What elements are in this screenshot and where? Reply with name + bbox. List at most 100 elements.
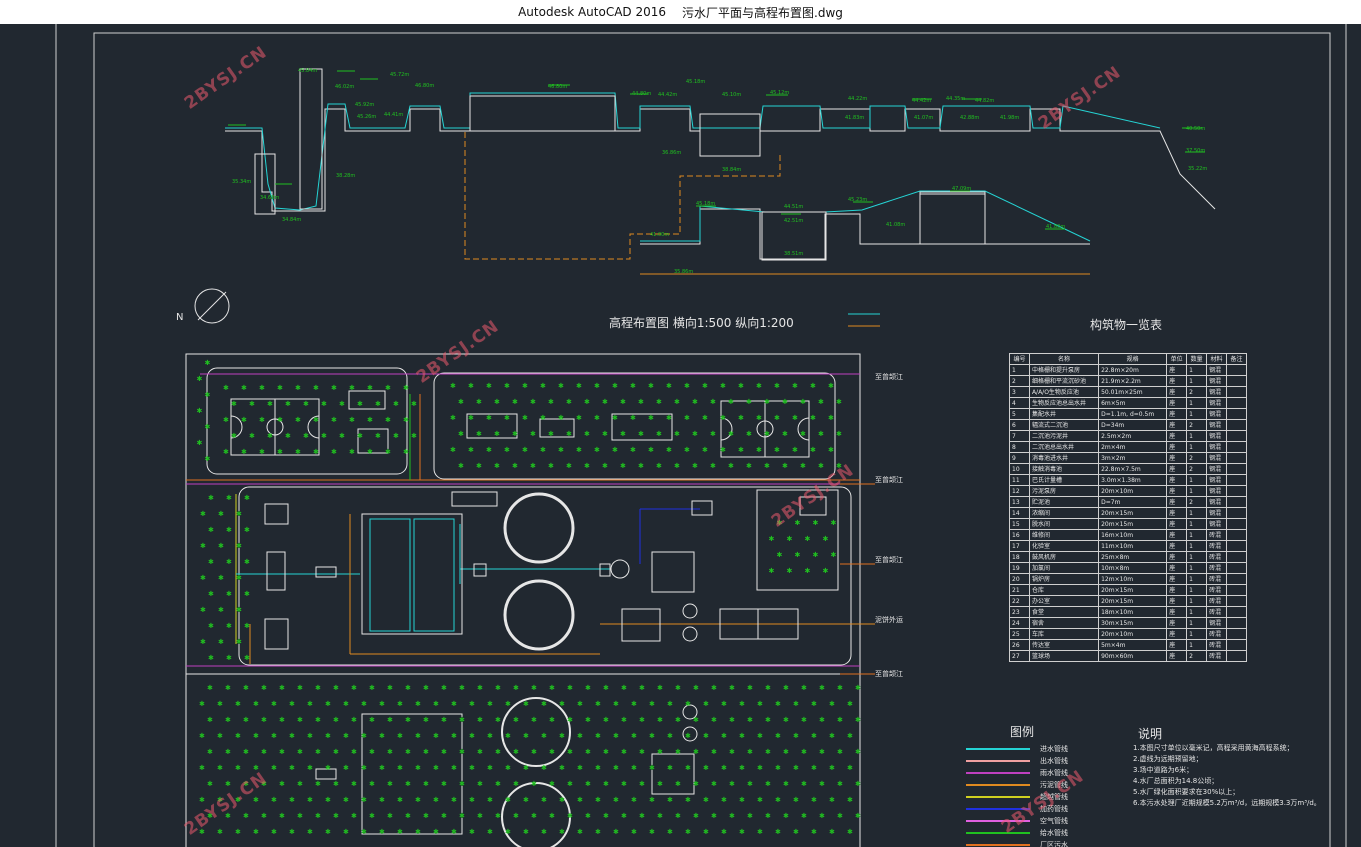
tree-icon: ✱ — [757, 764, 763, 772]
tree-icon: ✱ — [207, 812, 213, 820]
table-cell: 13 — [1009, 496, 1030, 508]
tree-icon: ✱ — [494, 398, 500, 406]
tree-icon: ✱ — [433, 700, 439, 708]
tree-icon: ✱ — [303, 400, 309, 408]
tree-icon: ✱ — [244, 526, 250, 534]
tree-icon: ✱ — [777, 551, 783, 559]
tree-icon: ✱ — [244, 654, 250, 662]
table-cell — [1226, 650, 1247, 662]
table-cell: 座 — [1166, 452, 1188, 464]
tree-icon: ✱ — [847, 828, 853, 836]
svg-text:44.22m: 44.22m — [848, 96, 867, 102]
table-cell — [1226, 617, 1247, 629]
tree-icon: ✱ — [584, 462, 590, 470]
tree-icon: ✱ — [208, 558, 214, 566]
tree-icon: ✱ — [631, 796, 637, 804]
table-cell: 接触消毒池 — [1028, 463, 1100, 475]
tree-icon: ✱ — [829, 828, 835, 836]
tree-icon: ✱ — [667, 700, 673, 708]
table-cell: 鼓风机房 — [1028, 551, 1100, 563]
tree-icon: ✱ — [801, 780, 807, 788]
tree-icon: ✱ — [200, 638, 206, 646]
tree-icon: ✱ — [566, 462, 572, 470]
tree-icon: ✱ — [639, 716, 645, 724]
tree-icon: ✱ — [656, 462, 662, 470]
tree-icon: ✱ — [613, 732, 619, 740]
note-item: 6.本污水处理厂近期规模5.2万m³/d，远期规模3.3万m³/d。 — [1133, 799, 1321, 807]
table-cell: 砖混 — [1206, 639, 1227, 651]
tree-icon: ✱ — [631, 700, 637, 708]
tree-icon: ✱ — [295, 384, 301, 392]
tree-icon: ✱ — [847, 796, 853, 804]
tree-icon: ✱ — [540, 414, 546, 422]
tree-icon: ✱ — [829, 700, 835, 708]
legend-item: 厂区污水 — [966, 840, 1068, 847]
tree-icon: ✱ — [621, 812, 627, 820]
table-cell: 传达室 — [1028, 639, 1100, 651]
tree-icon: ✱ — [223, 416, 229, 424]
tree-icon: ✱ — [199, 764, 205, 772]
tree-icon: ✱ — [241, 416, 247, 424]
table-cell: 座 — [1166, 529, 1188, 541]
svg-text:45.23m: 45.23m — [848, 197, 867, 203]
tree-icon: ✱ — [811, 796, 817, 804]
table-cell: 座 — [1166, 419, 1188, 431]
basketball-court-2 — [720, 400, 810, 458]
tree-icon: ✱ — [828, 446, 834, 454]
tree-icon: ✱ — [819, 716, 825, 724]
landscape-trees: ✱ ✱ ✱ ✱ ✱ ✱ ✱ ✱ ✱ ✱ ✱ ✱ ✱ ✱ ✱ ✱ ✱ ✱ ✱ ✱ ✱ ✱ ✱ ✱ ✱ ✱ ✱ ✱ ✱ ✱ ✱ ✱ ✱ ✱ ✱ ✱ ✱ ✱ ✱ ✱… — [197, 359, 862, 836]
tree-icon: ✱ — [531, 716, 537, 724]
tree-icon: ✱ — [333, 716, 339, 724]
tree-icon: ✱ — [285, 400, 291, 408]
table-cell: 23 — [1009, 606, 1030, 618]
table-cell: 座 — [1166, 617, 1188, 629]
table-cell: 1 — [1186, 485, 1208, 497]
outfall-label-4: 泥饼外运 — [875, 615, 903, 624]
tree-icon: ✱ — [675, 716, 681, 724]
tree-icon: ✱ — [621, 780, 627, 788]
tree-icon: ✱ — [469, 764, 475, 772]
table-cell: 座 — [1166, 606, 1188, 618]
tree-icon: ✱ — [393, 400, 399, 408]
tree-icon: ✱ — [612, 414, 618, 422]
table-cell: 2 — [1186, 419, 1208, 431]
tree-icon: ✱ — [243, 684, 249, 692]
table-cell — [1226, 606, 1247, 618]
svg-text:45.18m: 45.18m — [696, 201, 715, 207]
table-cell: 21 — [1009, 584, 1030, 596]
tree-icon: ✱ — [764, 430, 770, 438]
tree-icon: ✱ — [710, 398, 716, 406]
tree-icon: ✱ — [433, 828, 439, 836]
tree-icon: ✱ — [702, 446, 708, 454]
tree-icon: ✱ — [241, 448, 247, 456]
tree-icon: ✱ — [757, 828, 763, 836]
tree-icon: ✱ — [667, 764, 673, 772]
tree-icon: ✱ — [613, 764, 619, 772]
tree-icon: ✱ — [775, 732, 781, 740]
table-cell: 10 — [1009, 463, 1030, 475]
legend-swatch — [966, 832, 1030, 834]
table-cell: 座 — [1166, 496, 1188, 508]
tree-icon: ✱ — [450, 414, 456, 422]
tree-icon: ✱ — [792, 414, 798, 422]
table-cell — [1226, 408, 1247, 420]
tree-icon: ✱ — [307, 828, 313, 836]
tree-icon: ✱ — [747, 780, 753, 788]
tree-icon: ✱ — [667, 732, 673, 740]
tree-icon: ✱ — [602, 430, 608, 438]
tree-icon: ✱ — [559, 700, 565, 708]
tree-icon: ✱ — [692, 398, 698, 406]
tree-icon: ✱ — [567, 780, 573, 788]
tree-icon: ✱ — [594, 414, 600, 422]
svg-text:37.50m: 37.50m — [1186, 148, 1205, 154]
svg-text:42.51m: 42.51m — [784, 218, 803, 224]
tree-icon: ✱ — [261, 780, 267, 788]
table-cell: 19 — [1009, 562, 1030, 574]
